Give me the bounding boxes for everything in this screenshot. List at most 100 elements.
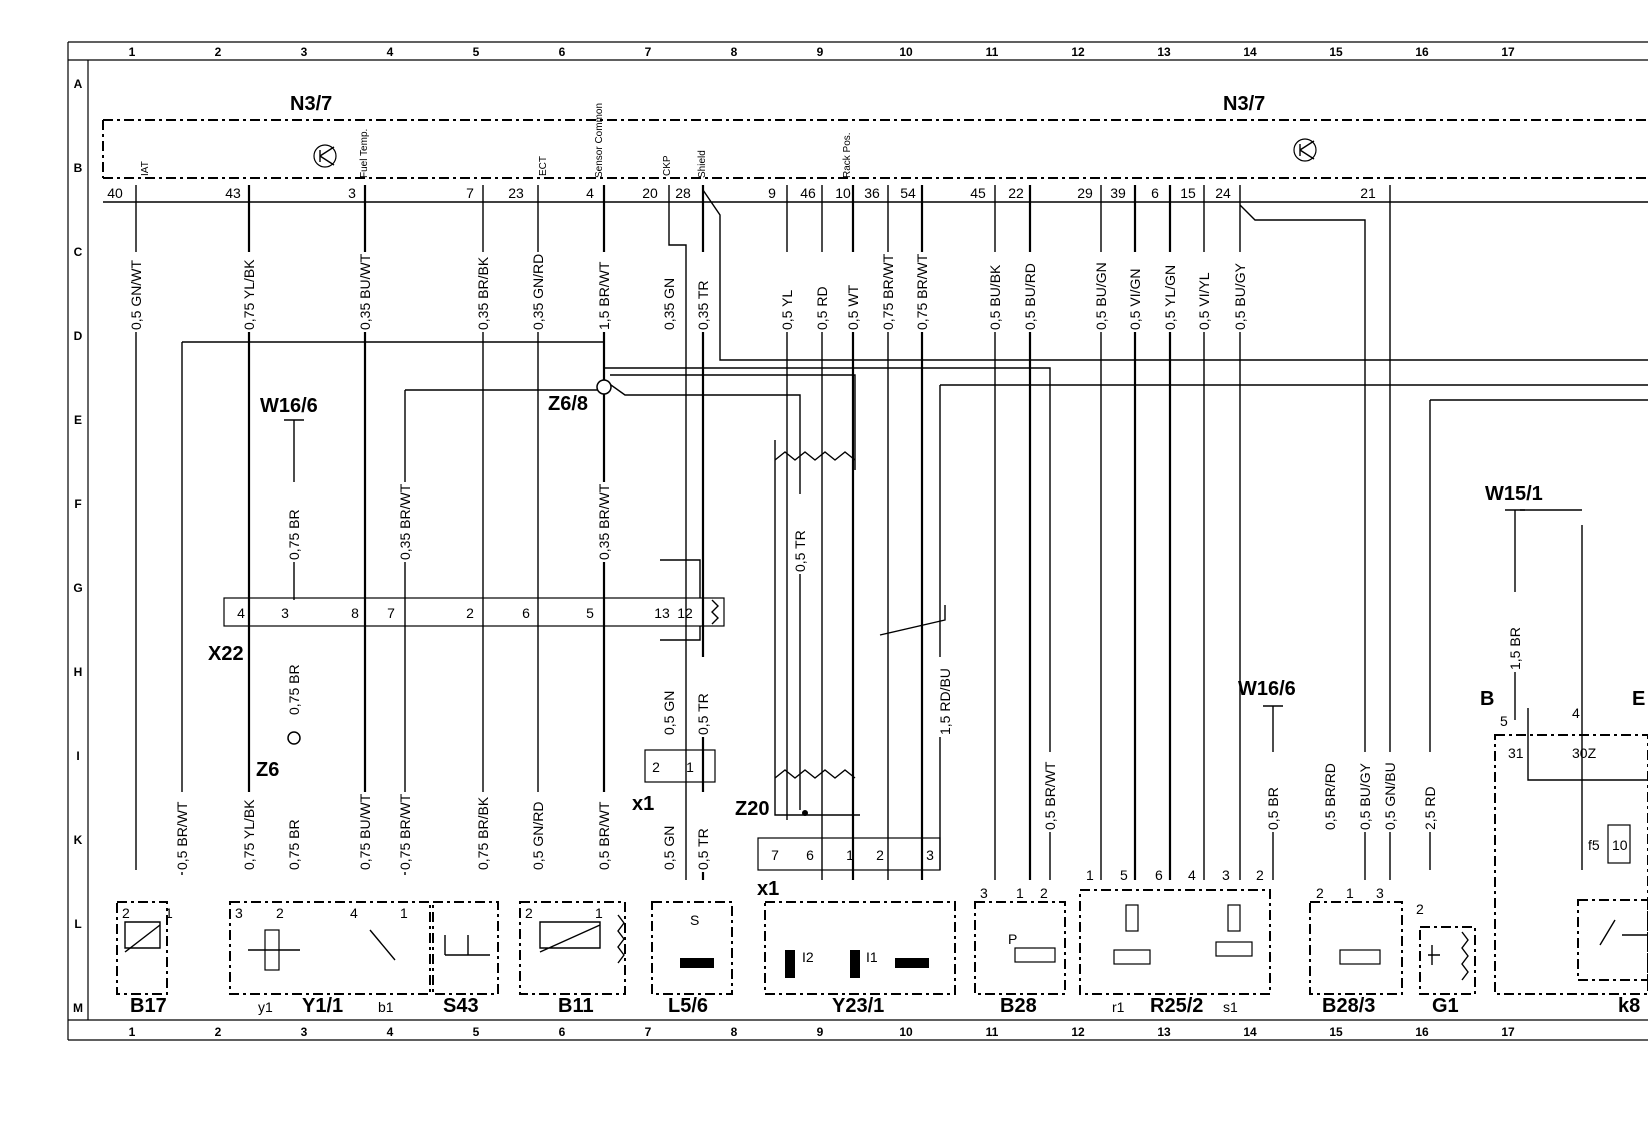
wire-label-bg: [595, 252, 611, 332]
grid-column-label: 11: [986, 1025, 999, 1039]
splice-label-z6: Z6: [256, 759, 279, 781]
x1-bottom-pin: 2: [876, 847, 884, 863]
grid-column-label: 1: [129, 45, 136, 59]
wire-label: 1,5 BR: [1507, 627, 1523, 670]
grid-column-label: 5: [473, 45, 480, 59]
wire-label-bg: [240, 252, 256, 332]
component-sub-i2: I2: [802, 949, 814, 965]
component-label-b28-3: B28/3: [1322, 995, 1375, 1017]
wire-label: 0,75 BR: [286, 509, 302, 560]
wire-label: 0,5 GN/BU: [1382, 762, 1398, 830]
wire-label: 0,75 BR/BK: [475, 796, 491, 870]
x22-pin: 3: [281, 605, 289, 621]
wire-label-bg: [595, 482, 611, 562]
wire-label-bg: [1021, 252, 1037, 332]
connector-label-x22: X22: [208, 643, 244, 665]
grid-row-label: G: [73, 581, 82, 595]
ecu-pin: 4: [586, 185, 594, 201]
grid-column-label: 16: [1415, 1025, 1429, 1039]
wire-label-bg: [1356, 752, 1372, 832]
grid-column-label: 11: [986, 45, 999, 59]
wire-label-bg: [396, 792, 412, 872]
wire-label-bg: [778, 252, 794, 332]
x1-bottom-pin: 6: [806, 847, 814, 863]
transistor-icon: [313, 144, 337, 168]
grid-column-label: 8: [731, 45, 738, 59]
component-pin: 6: [1155, 867, 1163, 883]
transistor-icon: [1293, 138, 1317, 162]
wire-label: 0,5 GN/WT: [128, 260, 144, 330]
grid-column-label: 14: [1243, 1025, 1257, 1039]
wire-label-bg: [1092, 252, 1108, 332]
grid-column-label: 7: [645, 1025, 652, 1039]
component-label-k8: k8: [1618, 995, 1640, 1017]
wire-label: 0,5 BU/GY: [1232, 262, 1248, 330]
wire-label: 0,5 GN/RD: [530, 802, 546, 870]
component-pin-k8-5: 5: [1500, 713, 1508, 729]
component-inner-s: S: [690, 912, 699, 928]
wire-label-bg: [813, 252, 829, 332]
component-pin: 2: [1040, 885, 1048, 901]
wire-label: 0,5 TR: [792, 530, 808, 572]
grid-column-label: 5: [473, 1025, 480, 1039]
wire-label-bg: [986, 252, 1002, 332]
grid-row-label: I: [76, 749, 79, 763]
component-y23-1: I2 I1 Y23/1: [764, 901, 956, 1017]
ecu-label-right: N3/7: [1223, 93, 1265, 115]
ground-label: W16/6: [260, 395, 318, 417]
grid-row-label: B: [74, 161, 83, 175]
component-pin-k8-30z: 30Z: [1572, 745, 1597, 761]
component-pin: 1: [165, 905, 173, 921]
wire-label: 0,35 GN/RD: [530, 254, 546, 330]
wire-label-bg: [936, 657, 952, 737]
x1-top-pin: 1: [686, 759, 694, 775]
component-pin: 2: [122, 905, 130, 921]
x1-bottom-pin: 1: [846, 847, 854, 863]
wire-label: 0,5 RD: [814, 286, 830, 330]
connector-label-x1-bottom: x1: [757, 878, 779, 900]
grid-column-label: 4: [387, 1025, 394, 1039]
wire-label-bg: [1231, 252, 1247, 332]
wire-label: 0,35 BR/WT: [397, 483, 413, 560]
component-pin: 2: [276, 905, 284, 921]
component-fuse-label: f5: [1588, 837, 1600, 853]
grid-column-label: 8: [731, 1025, 738, 1039]
signal-label-ckp: CKP: [662, 155, 673, 176]
wire-label: 0,75 YL/BK: [241, 799, 257, 870]
x22-pin: 12: [677, 605, 693, 621]
grid-column-label: 3: [301, 1025, 308, 1039]
grid-column-label: 13: [1157, 45, 1171, 59]
wire-label-bg: [529, 252, 545, 332]
wire-label: 0,75 BR: [286, 819, 302, 870]
component-sub-i1: I1: [866, 949, 878, 965]
component-y1-1: Y1/1 y1 b1: [229, 901, 431, 1017]
ecu-pin: 29: [1077, 185, 1093, 201]
wire-label: 0,75 BR: [286, 664, 302, 715]
wire-label-bg: [474, 252, 490, 332]
wire-label-bg: [913, 252, 929, 332]
wire-label: 0,5 YL/GN: [1162, 265, 1178, 330]
wire-label-bg: [285, 482, 301, 562]
splice-z6-8-icon: [596, 379, 612, 395]
ecu-pin: 28: [675, 185, 691, 201]
wire-label-bg: [791, 494, 807, 574]
splice-z20-icon: [802, 810, 808, 816]
signal-label-shield: Shield: [697, 150, 708, 178]
wire-label: 0,35 TR: [695, 280, 711, 330]
component-pin: 3: [235, 905, 243, 921]
grid-column-label: 6: [559, 1025, 566, 1039]
component-sub-y1: y1: [258, 999, 273, 1015]
component-pin: 2: [525, 905, 533, 921]
grid-row-label: F: [74, 497, 81, 511]
component-pin-k8-4: 4: [1572, 705, 1580, 721]
grid-column-label: 9: [817, 1025, 824, 1039]
component-pin: 1: [1346, 885, 1354, 901]
grid-column-label: 13: [1157, 1025, 1171, 1039]
component-pin: 3: [980, 885, 988, 901]
splice-label-z6-8: Z6/8: [548, 393, 588, 415]
wire-label: 0,75 BR/WT: [397, 793, 413, 870]
component-side-e: E: [1632, 688, 1645, 710]
